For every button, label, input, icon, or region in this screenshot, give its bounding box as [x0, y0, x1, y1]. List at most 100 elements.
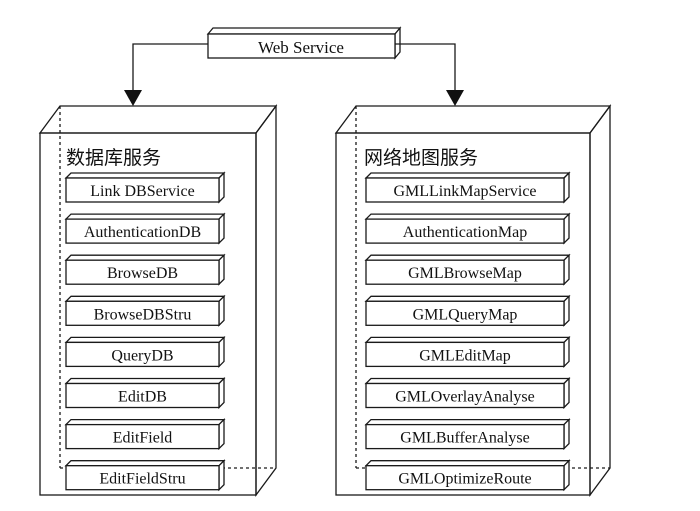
item-box-side-face: [563, 212, 570, 245]
map-container-top-face: [334, 105, 612, 134]
item-box-side-face: [563, 171, 570, 204]
root-node-label: Web Service: [258, 38, 344, 57]
item-box-top-face: [364, 418, 571, 426]
database-service-item: BrowseDB: [64, 253, 226, 286]
item-box-side-face: [218, 171, 225, 204]
map-service-item: GMLLinkMapService: [364, 171, 571, 204]
root-node: Web Service: [206, 26, 402, 60]
item-box-front-face: [65, 382, 220, 409]
item-box-side-face: [218, 212, 225, 245]
database-service-title: 数据库服务: [66, 147, 161, 169]
item-label: BrowseDB: [107, 265, 178, 282]
item-box-side-face: [218, 418, 225, 451]
item-box-top-face: [364, 460, 571, 467]
item-box-front-face: [365, 218, 565, 244]
map-service-item: GMLOverlayAnalyse: [364, 376, 571, 410]
item-box-front-face: [365, 341, 565, 368]
map-container-side-face: [589, 104, 611, 497]
item-box-side-face: [563, 335, 570, 368]
map-service-container: 网络地图服务 GMLLinkMapServiceAuthenticationMa…: [334, 104, 612, 497]
item-label: EditFieldStru: [99, 471, 185, 488]
item-box-front-face: [65, 300, 220, 326]
item-box-side-face: [218, 459, 225, 492]
item-label: BrowseDBStru: [94, 306, 192, 323]
item-label: EditField: [113, 430, 173, 447]
item-box-side-face: [218, 294, 225, 327]
item-box-front-face: [65, 177, 220, 203]
connector-right: [395, 43, 456, 92]
map-service-title: 网络地图服务: [364, 147, 478, 169]
item-box-front-face: [365, 177, 565, 203]
item-box-top-face: [64, 418, 226, 426]
item-box-side-face: [563, 253, 570, 286]
connector-left: [132, 43, 208, 92]
connectors: [124, 43, 464, 106]
root-node-front-face: [207, 33, 396, 59]
item-label: AuthenticationDB: [84, 224, 201, 241]
database-service-item: AuthenticationDB: [64, 212, 226, 245]
item-label: Link DBService: [90, 183, 194, 200]
item-box-top-face: [64, 213, 226, 220]
item-box-front-face: [365, 300, 565, 326]
map-service-item: GMLEditMap: [364, 335, 571, 368]
database-service-item: EditFieldStru: [64, 459, 226, 492]
item-box-front-face: [65, 423, 220, 450]
database-container-top-face: [38, 105, 278, 134]
item-label: GMLBufferAnalyse: [400, 430, 529, 447]
item-box-front-face: [65, 341, 220, 368]
item-label: GMLQueryMap: [413, 306, 518, 323]
item-box-side-face: [563, 376, 570, 410]
item-box-front-face: [365, 423, 565, 450]
map-container-front-face: [335, 132, 591, 496]
item-box-top-face: [64, 254, 226, 261]
item-box-front-face: [65, 259, 220, 285]
item-box-top-face: [364, 213, 571, 220]
item-box-side-face: [563, 459, 570, 492]
root-node-side-face: [394, 26, 401, 60]
item-box-top-face: [364, 377, 571, 385]
database-service-item: EditField: [64, 418, 226, 451]
item-label: GMLOptimizeRoute: [398, 471, 531, 488]
item-box-front-face: [365, 465, 565, 491]
item-label: EditDB: [118, 389, 167, 406]
item-box-side-face: [218, 376, 225, 410]
map-service-item: GMLOptimizeRoute: [364, 459, 571, 492]
database-container-side-face: [255, 104, 277, 497]
item-box-side-face: [563, 418, 570, 451]
database-service-item: BrowseDBStru: [64, 294, 226, 327]
arrowhead-right: [446, 90, 464, 106]
item-label: GMLLinkMapService: [393, 183, 536, 200]
item-box-top-face: [64, 336, 226, 344]
item-box-side-face: [218, 253, 225, 286]
arrowhead-left: [124, 90, 142, 106]
root-node-top-face: [206, 27, 402, 35]
item-box-front-face: [365, 382, 565, 409]
item-label: AuthenticationMap: [403, 224, 527, 241]
item-box-front-face: [65, 218, 220, 244]
item-box-side-face: [563, 294, 570, 327]
item-box-top-face: [64, 295, 226, 302]
database-service-item: EditDB: [64, 376, 226, 410]
item-box-top-face: [64, 460, 226, 467]
item-box-top-face: [364, 336, 571, 344]
item-box-top-face: [364, 254, 571, 261]
map-service-items: GMLLinkMapServiceAuthenticationMapGMLBro…: [364, 171, 571, 492]
item-box-front-face: [65, 465, 220, 491]
database-service-item: QueryDB: [64, 335, 226, 368]
map-service-item: GMLBufferAnalyse: [364, 418, 571, 451]
item-label: GMLBrowseMap: [408, 265, 522, 282]
item-box-top-face: [64, 172, 226, 179]
item-box-top-face: [364, 295, 571, 302]
item-box-side-face: [218, 335, 225, 368]
map-service-item: GMLQueryMap: [364, 294, 571, 327]
item-label: GMLOverlayAnalyse: [395, 389, 535, 406]
item-box-front-face: [365, 259, 565, 285]
item-label: GMLEditMap: [419, 347, 511, 364]
map-service-item: GMLBrowseMap: [364, 253, 571, 286]
item-label: QueryDB: [111, 347, 173, 364]
database-container-front-face: [39, 132, 257, 496]
item-box-top-face: [64, 377, 226, 385]
